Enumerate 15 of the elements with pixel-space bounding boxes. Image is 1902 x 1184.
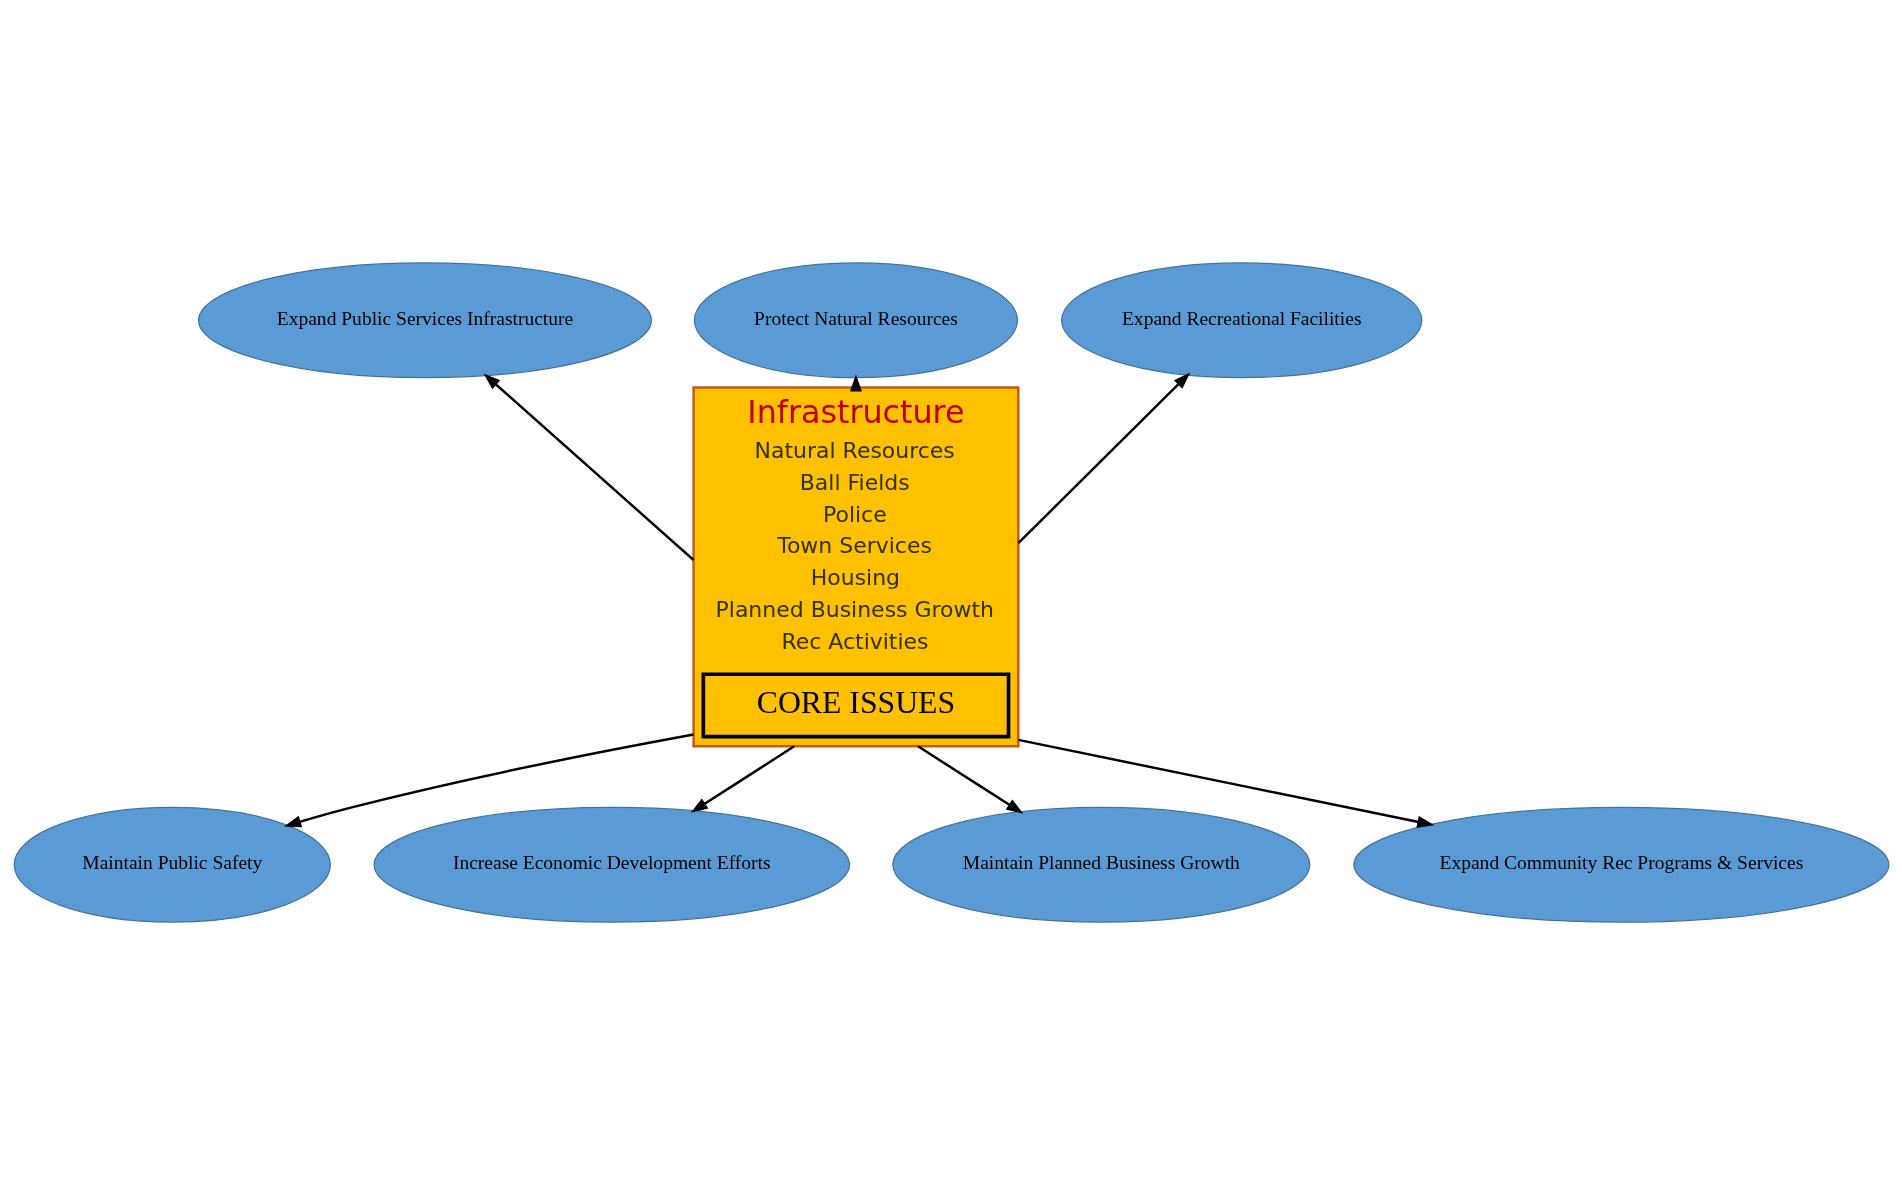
arrow — [483, 372, 694, 561]
arrow — [283, 732, 694, 827]
node-ellipse: Maintain Public Safety — [13, 806, 331, 923]
node-ellipse: Expand Community Rec Programs & Services — [1352, 806, 1889, 923]
node-ellipse: Expand Recreational Facilities — [1060, 261, 1422, 378]
node-ellipse: Increase Economic Development Efforts — [373, 806, 850, 923]
arrow — [849, 373, 862, 391]
node-box: CORE ISSUES — [701, 671, 1010, 738]
arrow — [690, 744, 795, 813]
node-ellipse: Maintain Planned Business Growth — [891, 806, 1310, 923]
arrow — [1017, 738, 1434, 828]
arrow — [1016, 372, 1190, 544]
node-ellipse: Protect Natural Resources — [693, 261, 1018, 378]
arrow — [916, 744, 1023, 814]
node-ellipse: Expand Public Services Infrastructure — [197, 261, 652, 378]
